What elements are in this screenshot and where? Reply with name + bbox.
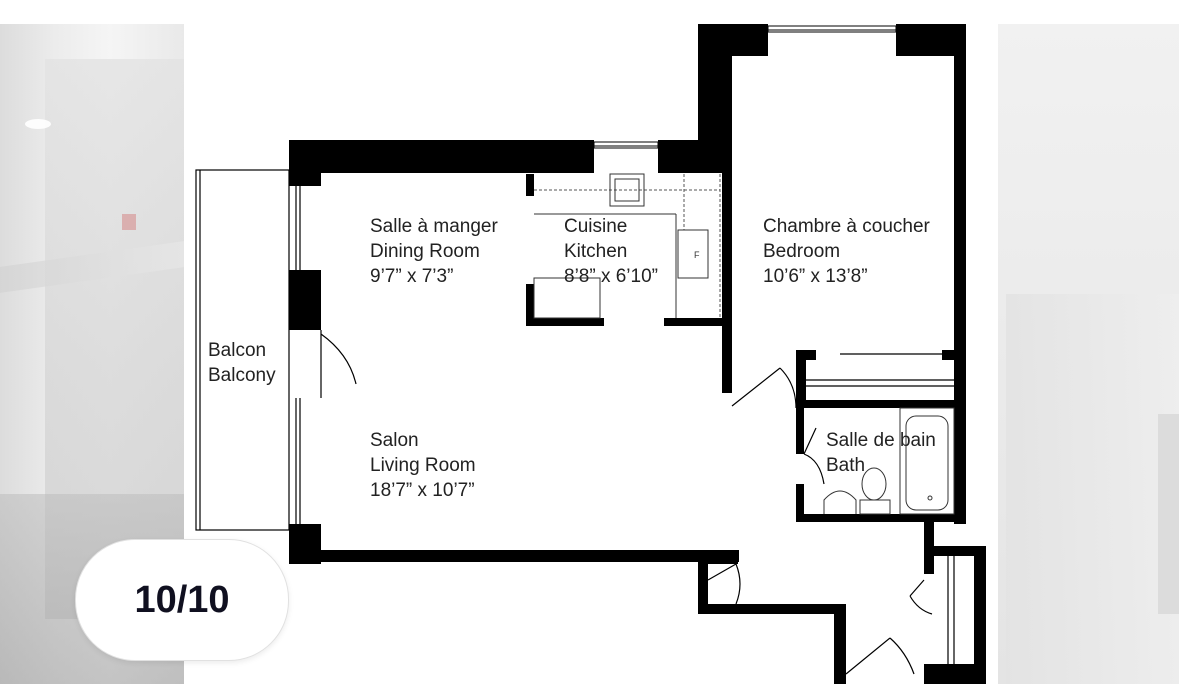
fridge-mark: F	[694, 250, 700, 260]
living-room-size: 18’7” x 10’7”	[370, 480, 475, 501]
floor-plan-drawing: F	[195, 24, 986, 684]
kitchen-en: Kitchen	[564, 241, 628, 262]
bath-en: Bath	[826, 455, 866, 476]
background-photo-left	[0, 24, 185, 684]
room-label-kitchen: Cuisine Kitchen 8’8” x 6’10”	[564, 214, 658, 289]
balcony-en: Balcony	[208, 365, 276, 386]
dining-room-en: Dining Room	[370, 241, 480, 262]
floor-plan-image: F	[184, 24, 998, 684]
room-label-dining: Salle à manger Dining Room 9’7” x 7’3”	[370, 214, 498, 289]
balcony-fr: Balcon	[208, 340, 267, 361]
background-photo-right	[998, 24, 1179, 684]
room-label-balcony: Balcon Balcony	[208, 338, 276, 388]
bedroom-fr: Chambre à coucher	[763, 216, 930, 237]
bedroom-size: 10’6” x 13’8”	[763, 266, 868, 287]
bath-fr: Salle de bain	[826, 430, 936, 451]
photo-viewer: F	[0, 24, 1179, 684]
living-room-fr: Salon	[370, 430, 419, 451]
kitchen-size: 8’8” x 6’10”	[564, 266, 658, 287]
kitchen-fr: Cuisine	[564, 216, 628, 237]
dining-room-fr: Salle à manger	[370, 216, 498, 237]
room-label-bath: Salle de bain Bath	[826, 428, 936, 478]
bedroom-en: Bedroom	[763, 241, 841, 262]
image-counter-badge: 10/10	[75, 539, 289, 661]
living-room-en: Living Room	[370, 455, 476, 476]
room-label-bedroom: Chambre à coucher Bedroom 10’6” x 13’8”	[763, 214, 930, 289]
dining-room-size: 9’7” x 7’3”	[370, 266, 454, 287]
room-label-living: Salon Living Room 18’7” x 10’7”	[370, 428, 476, 503]
